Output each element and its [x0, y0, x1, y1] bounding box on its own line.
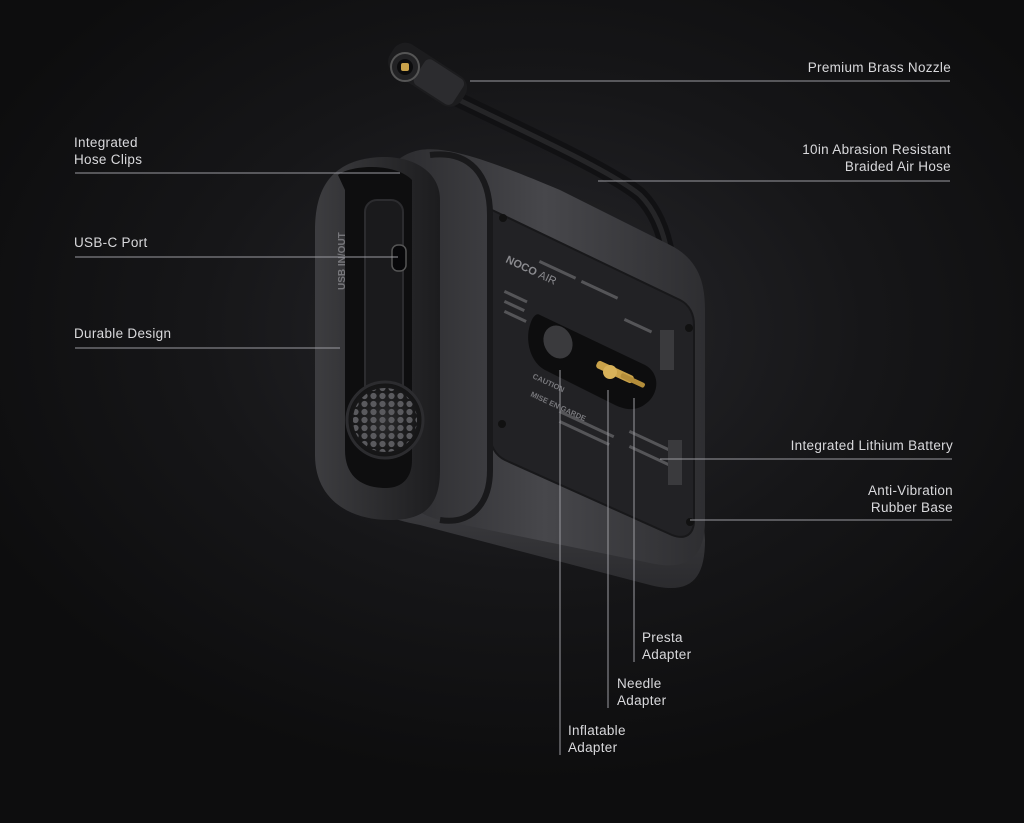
callout-presta-line1: Presta [642, 630, 683, 645]
callout-needle: Needle Adapter [617, 675, 666, 709]
callout-battery-line1: Integrated Lithium Battery [790, 438, 953, 453]
grill-mesh [353, 388, 417, 452]
callout-durable: Durable Design [74, 325, 171, 342]
callout-inflatable: Inflatable Adapter [568, 722, 626, 756]
usb-side-label: USB IN/OUT [337, 232, 348, 290]
callout-battery: Integrated Lithium Battery [791, 437, 953, 454]
clipped-hose [364, 199, 404, 411]
callout-needle-line2: Adapter [617, 693, 667, 708]
callout-nozzle: Premium Brass Nozzle [808, 59, 951, 76]
callout-base: Anti-Vibration Rubber Base [868, 482, 953, 516]
callout-hose: 10in Abrasion Resistant Braided Air Hose [802, 141, 951, 175]
callout-usb-port: USB-C Port [74, 234, 148, 251]
callout-nozzle-line1: Premium Brass Nozzle [807, 60, 951, 75]
clip-edge [429, 151, 493, 524]
callout-usb-port-line1: USB-C Port [74, 235, 148, 250]
callout-lines [75, 80, 952, 755]
callout-presta: Presta Adapter [642, 629, 691, 663]
callout-presta-line2: Adapter [642, 647, 692, 662]
callout-base-line1: Anti-Vibration [868, 483, 953, 498]
brass-nozzle [388, 42, 468, 107]
callout-needle-line1: Needle [617, 676, 662, 691]
callout-inflatable-line2: Adapter [568, 740, 618, 755]
regulatory-text [503, 260, 682, 485]
callout-hose-clips: Integrated Hose Clips [74, 134, 142, 168]
callout-hose-line1: 10in Abrasion Resistant [802, 142, 951, 157]
air-hose [447, 90, 678, 283]
callout-hose-clips-line1: Integrated [74, 135, 138, 150]
callout-base-line2: Rubber Base [870, 500, 953, 515]
callout-durable-line1: Durable Design [74, 326, 172, 341]
adapter-slot [528, 314, 657, 410]
callout-hose-line2: Braided Air Hose [844, 159, 951, 174]
callout-hose-clips-line2: Hose Clips [74, 152, 143, 167]
usb-c-port[interactable] [391, 244, 407, 272]
callout-inflatable-line1: Inflatable [568, 723, 626, 738]
